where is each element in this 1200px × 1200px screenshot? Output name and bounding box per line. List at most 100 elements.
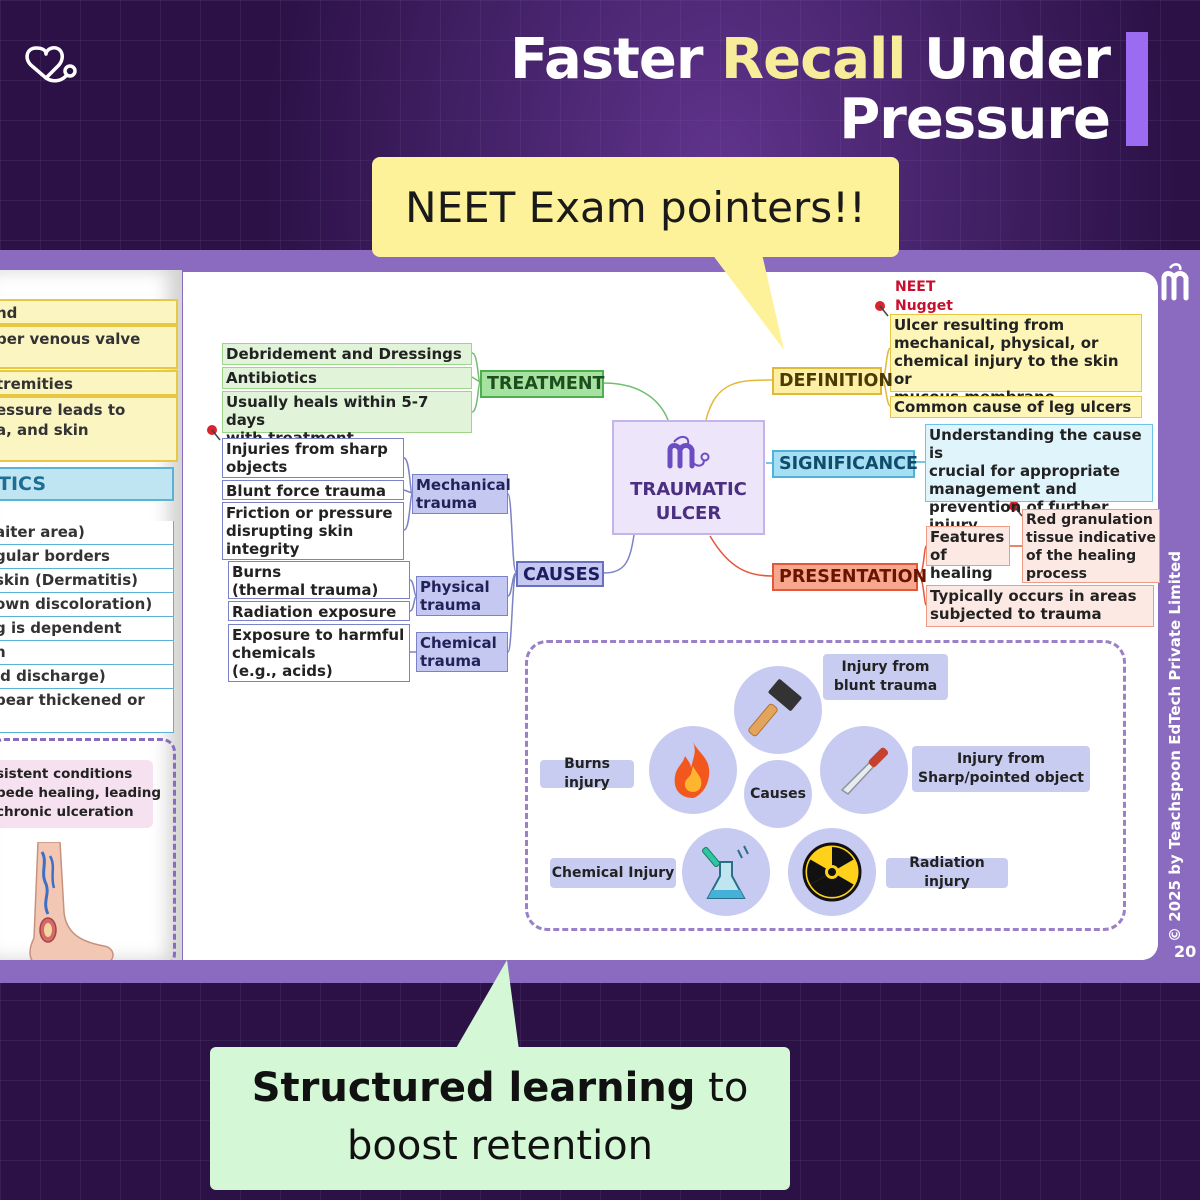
left-pink-line1: sistent conditions — [0, 766, 133, 782]
chemical-l2: trauma — [420, 652, 482, 670]
headline-accent-bar — [1126, 32, 1148, 146]
callout-structured-learning: Structured learning to boost retention — [210, 1047, 790, 1190]
treatment-item-3a: Usually heals within 5-7 days — [226, 393, 429, 429]
mechanical-l1: Mechanical — [416, 476, 511, 494]
nugget-l2: Nugget — [895, 298, 953, 314]
presentation-label: PRESENTATION — [772, 563, 927, 591]
occ-l2: subjected to trauma — [930, 605, 1102, 623]
chemical-injury-label: Chemical Injury — [550, 858, 676, 888]
significance-label: SIGNIFICANCE — [772, 450, 918, 478]
physical-l1: Physical — [420, 578, 490, 596]
left-pink-note: sistent conditions pede healing, leading… — [0, 760, 162, 828]
nugget-l1: NEET — [895, 279, 936, 295]
burns-injury-label: Burns injury — [540, 756, 634, 791]
left-yellow-4: essure leads to a, and skin — [0, 396, 178, 462]
left-row-1: aiter area) — [0, 521, 174, 545]
chemical-trauma-label: Chemical trauma — [416, 632, 508, 672]
sharp-l1: Injury from — [956, 751, 1046, 767]
headline-line2: Pressure — [839, 87, 1111, 152]
headline-highlight: Recall — [720, 27, 906, 92]
cause-chemical-l2: chemicals — [232, 644, 316, 662]
callout-bottom-tail — [455, 960, 519, 1050]
left-yellow-4a: essure leads to — [0, 401, 126, 419]
cause-friction-l3: integrity — [226, 540, 300, 558]
leg-ulcer-illustration — [29, 842, 114, 960]
headline-part1: Faster — [510, 27, 721, 92]
fd-l1: Red granulation — [1026, 512, 1153, 528]
def-l3: chemical injury to the skin or — [894, 352, 1119, 388]
def-l2: mechanical, physical, or — [894, 334, 1099, 352]
fd-l3: of the healing — [1026, 548, 1137, 564]
blunt-trauma-label: Injury from blunt trauma — [823, 654, 948, 700]
treatment-item-2: Antibiotics — [222, 367, 472, 389]
cause-burns-l1: Burns — [232, 563, 282, 581]
knife-icon — [840, 747, 889, 795]
blunt-l1: Injury from — [841, 659, 930, 675]
copyright-text: © 2025 by Teachspoon EdTech Private Limi… — [1166, 551, 1184, 942]
neet-nugget-tag: NEET Nugget — [895, 278, 953, 316]
def-l1: Ulcer resulting from — [894, 316, 1065, 334]
central-topic-line2: ULCER — [655, 503, 722, 524]
headline: Faster Recall Under Pressure — [510, 27, 1111, 152]
physical-l2: trauma — [420, 596, 482, 614]
physical-trauma-label: Physical trauma — [416, 576, 508, 616]
left-dashed-box — [0, 738, 176, 960]
left-pink-line3: chronic ulceration — [0, 804, 134, 820]
fd-l4: process — [1026, 566, 1088, 582]
knife-circle — [820, 726, 908, 814]
right-page-edge — [1160, 250, 1200, 983]
left-row-3: skin (Dermatitis) — [0, 569, 174, 593]
causes-diagram-frame — [525, 640, 1126, 931]
treatment-item-1: Debridement and Dressings — [222, 343, 472, 365]
feat-l2: of healing — [930, 546, 993, 582]
cause-blunt: Blunt force trauma — [222, 480, 404, 500]
left-yellow-3: tremities — [0, 370, 178, 396]
left-pink-line2: pede healing, leading — [0, 785, 162, 801]
occ-l1: Typically occurs in areas — [930, 587, 1137, 605]
treatment-item-3: Usually heals within 5-7 days with treat… — [222, 391, 472, 447]
left-yellow-4b: a, and skin — [0, 421, 89, 439]
callout-line2: boost retention — [346, 1123, 653, 1169]
callout-neet-pointers: NEET Exam pointers!! — [372, 157, 899, 257]
page-number: 20 — [1174, 942, 1197, 961]
fire-circle — [649, 726, 737, 814]
radiation-icon — [802, 842, 862, 902]
cause-chemical-l1: Exposure to harmful — [232, 626, 405, 644]
chemical-circle — [682, 828, 770, 916]
central-topic: TRAUMATIC ULCER — [612, 420, 765, 535]
flask-icon — [701, 845, 749, 899]
callout-top-tail — [712, 254, 784, 350]
cause-radiation: Radiation exposure — [228, 601, 410, 621]
sig-l1: Understanding the cause is — [929, 426, 1142, 462]
definition-item-1: Ulcer resulting from mechanical, physica… — [890, 314, 1142, 406]
left-row-6: n — [0, 641, 174, 665]
causes-label: CAUSES — [516, 561, 604, 587]
corner-logo-icon — [1161, 263, 1189, 301]
hammer-circle — [734, 666, 822, 754]
occurs-in-areas: Typically occurs in areas subjected to t… — [926, 585, 1154, 627]
headline-part2: Under — [905, 27, 1111, 92]
cause-chemical-l3: (e.g., acids) — [232, 662, 333, 680]
cause-sharp-l1: Injuries from sharp — [226, 440, 388, 458]
sharp-l2: Sharp/pointed object — [918, 770, 1084, 786]
callout-rest: to — [695, 1065, 749, 1111]
hammer-icon — [748, 679, 802, 737]
left-row-4: own discoloration) — [0, 593, 174, 617]
blunt-l2: blunt trauma — [833, 678, 938, 694]
cause-burns: Burns (thermal trauma) — [228, 561, 410, 599]
sig-l3: management and — [929, 480, 1077, 498]
left-yellow-2: per venous valve — [0, 325, 178, 369]
left-table-header: TICS — [0, 467, 174, 501]
left-row-5: g is dependent — [0, 617, 174, 641]
callout-bold: Structured learning — [251, 1065, 696, 1111]
definition-item-2: Common cause of leg ulcers — [890, 396, 1142, 418]
cause-chemical: Exposure to harmful chemicals (e.g., aci… — [228, 624, 410, 682]
left-yellow-1: nd — [0, 299, 178, 325]
cause-burns-l2: (thermal trauma) — [232, 581, 379, 599]
central-topic-line1: TRAUMATIC — [630, 479, 747, 500]
treatment-label: TREATMENT — [480, 370, 604, 398]
features-of-healing: Features of healing — [926, 526, 1010, 582]
stethoscope-m-logo-icon — [667, 436, 709, 469]
brand-logo-icon — [25, 46, 77, 83]
